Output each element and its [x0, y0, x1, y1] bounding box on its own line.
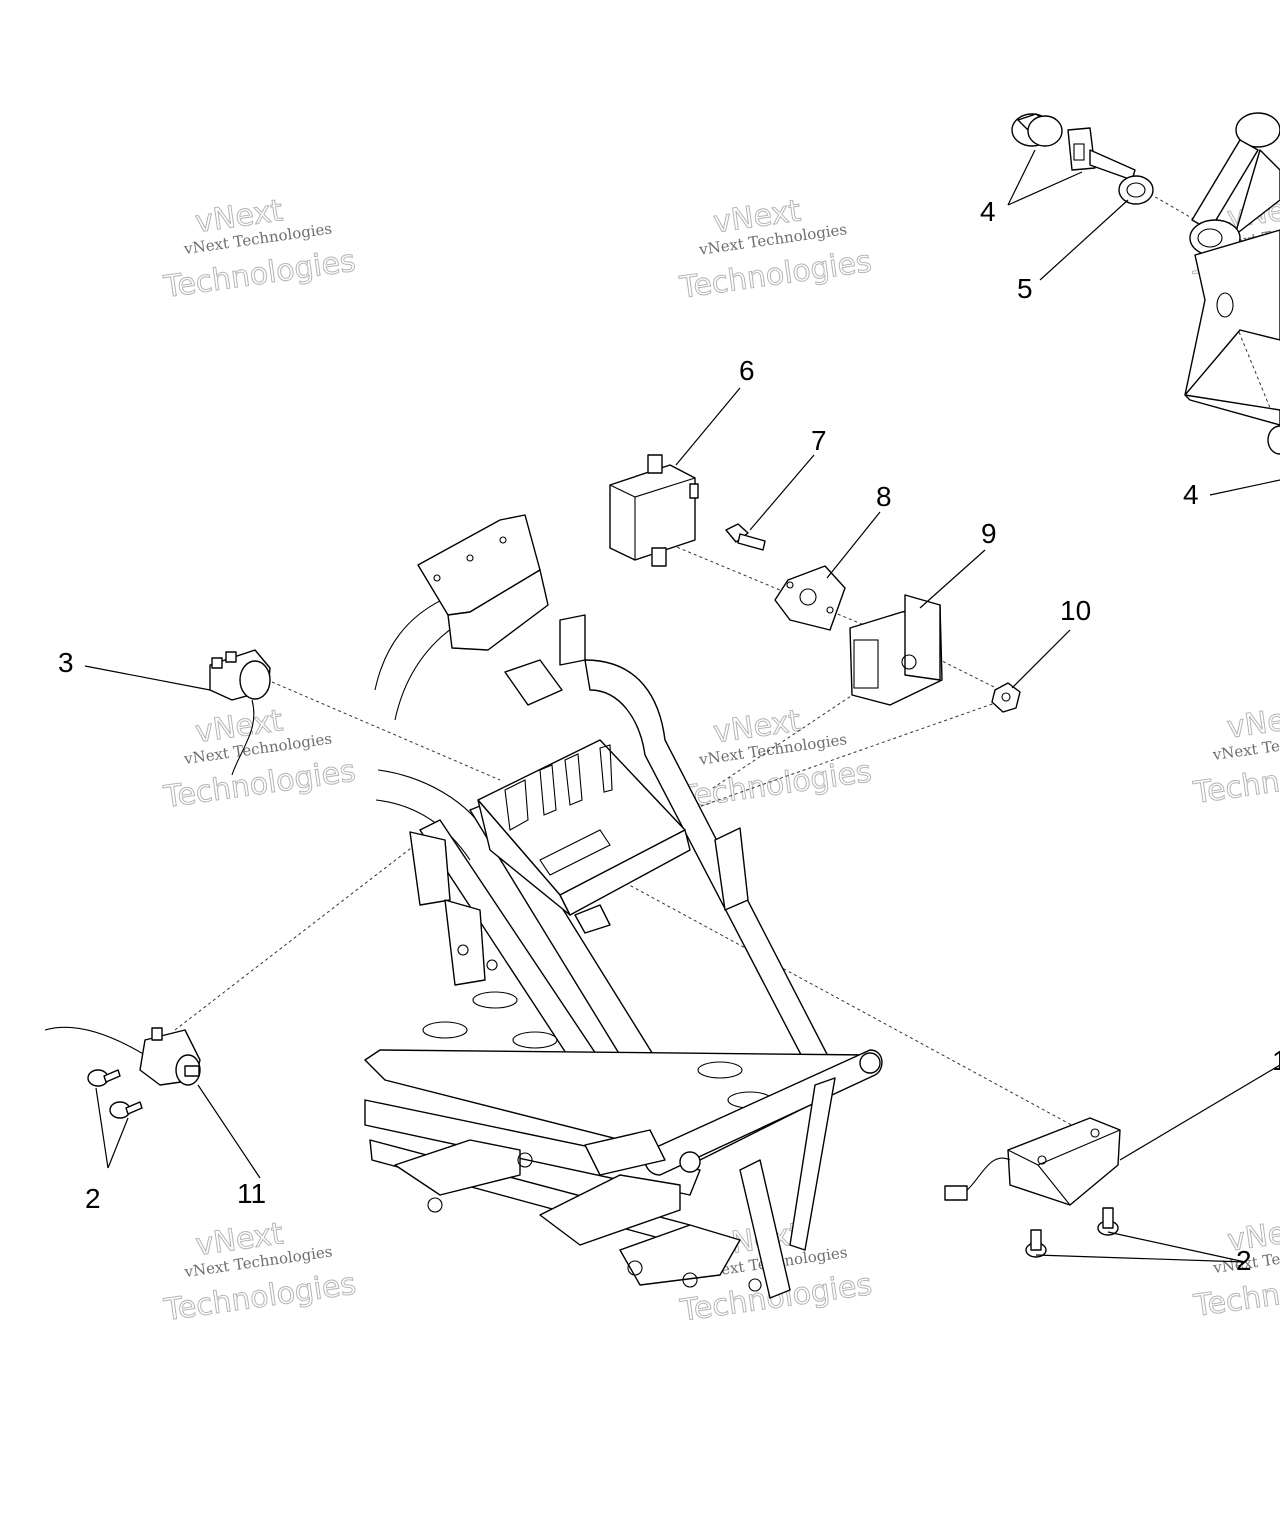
part-7-bolt — [725, 523, 766, 551]
callout-4-top: 4 — [980, 196, 996, 227]
chassis-frame — [364, 514, 883, 1299]
part-10-nut — [991, 682, 1021, 713]
part-11-sensor — [44, 1026, 201, 1086]
callout-11: 11 — [237, 1178, 266, 1209]
leader-lines — [84, 149, 1280, 1263]
callout-6: 6 — [739, 355, 755, 386]
callout-3: 3 — [58, 647, 74, 678]
part-2-screw-right — [1025, 1207, 1119, 1258]
part-1-ecu-box — [944, 1117, 1121, 1206]
part-9-bracket — [849, 594, 943, 706]
part-2-screw-left — [87, 1069, 143, 1119]
watermark-bottom-left: vNext vNext Technologies Technologies — [161, 1216, 359, 1329]
watermark-mid-right: vNext vNext Technologies Technologies — [1190, 698, 1280, 811]
callout-1-partial: 1 — [1272, 1045, 1280, 1076]
callout-2-left: 2 — [85, 1183, 101, 1214]
part-8-mounting-plate — [774, 565, 846, 631]
callout-4-right: 4 — [1183, 479, 1199, 510]
watermark-bottom-right: vNext vNext Technologies Technologies — [1191, 1211, 1280, 1324]
callout-5: 5 — [1017, 273, 1033, 304]
part-6-control-module — [609, 454, 699, 567]
part-4-ignition-key — [1067, 127, 1136, 181]
handlebar-assembly — [1184, 112, 1280, 455]
part-5-grommet — [1118, 175, 1154, 205]
part-4-key-switch — [1011, 113, 1063, 147]
callout-2-right: 2 — [1236, 1245, 1252, 1276]
callout-9: 9 — [981, 518, 997, 549]
watermark-mid-center: vNext vNext Technologies Technologies — [677, 703, 875, 816]
watermark-top-left: vNext vNext Technologies Technologies — [160, 193, 358, 306]
watermark-mid-left: vNext vNext Technologies Technologies — [160, 703, 358, 816]
callout-7: 7 — [811, 425, 827, 456]
watermark-top-center: vNext vNext Technologies Technologies — [677, 193, 875, 306]
callout-labels: 4 5 4 6 7 8 9 10 3 11 2 2 1 — [58, 196, 1280, 1276]
callout-10: 10 — [1060, 595, 1091, 626]
callout-8: 8 — [876, 481, 892, 512]
assembly-guide-lines — [174, 193, 1276, 1136]
